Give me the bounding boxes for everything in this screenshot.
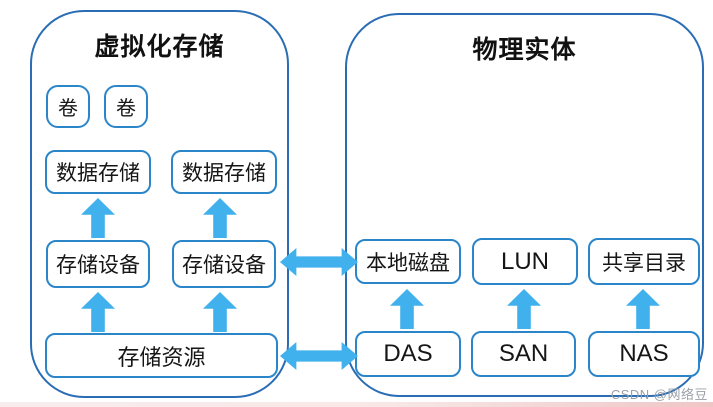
- csdn-watermark: CSDN @网络豆: [610, 387, 708, 402]
- lun-node: LUN: [472, 238, 578, 285]
- das-node: DAS: [355, 331, 461, 377]
- storage-resource-node: 存储资源: [45, 333, 278, 378]
- local-disk-node: 本地磁盘: [355, 239, 461, 284]
- shared-directory-node: 共享目录: [588, 238, 700, 285]
- storage-device-node-1: 存储设备: [46, 240, 150, 288]
- physical-entity-title: 物理实体: [472, 36, 577, 64]
- storage-device-node-2: 存储设备: [172, 240, 276, 288]
- virtual-storage-title: 虚拟化存储: [94, 33, 225, 61]
- nas-node: NAS: [588, 331, 700, 377]
- double-arrow-icon: [280, 248, 358, 276]
- volume-node-1: 卷: [46, 85, 90, 128]
- volume-node-2: 卷: [104, 85, 148, 128]
- datastore-node-1: 数据存储: [45, 150, 151, 194]
- double-arrow-icon: [280, 342, 358, 370]
- bottom-pink-strip: [0, 402, 713, 407]
- datastore-node-2: 数据存储: [171, 150, 277, 194]
- san-node: SAN: [471, 331, 576, 377]
